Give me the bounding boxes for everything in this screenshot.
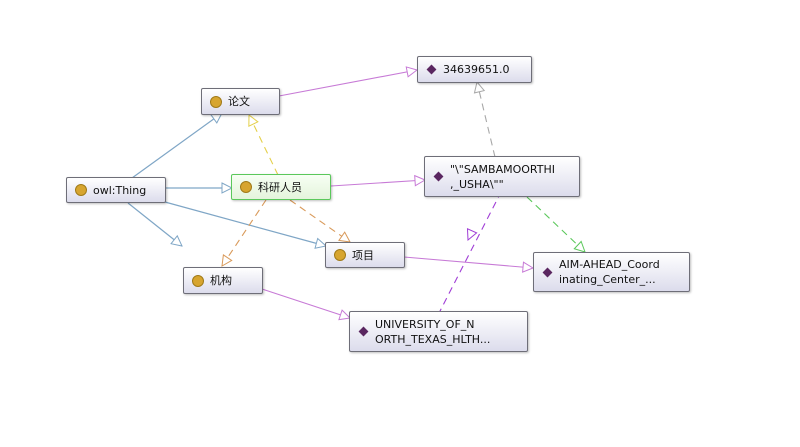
individual-diamond-icon [542, 267, 553, 277]
node-id-value[interactable]: 34639651.0 [417, 56, 532, 83]
class-circle-icon [334, 249, 346, 261]
class-circle-icon [240, 181, 252, 193]
node-label: 科研人员 [258, 180, 302, 194]
node-label: 机构 [210, 274, 232, 287]
node-label: 34639651.0 [443, 63, 510, 76]
individual-diamond-icon [358, 326, 369, 337]
property-edges [261, 70, 533, 318]
individual-diamond-icon [426, 64, 437, 75]
node-univ-value[interactable]: UNIVERSITY_OF_N ORTH_TEXAS_HLTH... [349, 311, 528, 352]
edge-paper-id [278, 70, 417, 97]
node-paper[interactable]: 论文 [201, 88, 280, 115]
node-researcher[interactable]: 科研人员 [231, 174, 331, 200]
edge-thing-institution [127, 202, 182, 246]
class-circle-icon [210, 95, 222, 108]
node-owl-thing[interactable]: owl:Thing [66, 177, 166, 203]
node-label: 论文 [228, 95, 250, 108]
dashed-edges [222, 82, 585, 316]
edge-institution-univ [261, 288, 350, 318]
edge-researcher-institution [222, 199, 267, 266]
node-label: UNIVERSITY_OF_N ORTH_TEXAS_HLTH... [375, 317, 491, 346]
edge-researcher-project [289, 199, 350, 242]
node-center-value[interactable]: AIM-AHEAD_Coord inating_Center_... [533, 252, 690, 292]
individual-diamond-icon [433, 171, 444, 182]
edge-project-center [403, 256, 533, 268]
node-person-value[interactable]: "\"SAMBAMOORTHI ,_USHA\"" [424, 156, 580, 197]
edge-researcher-person [330, 180, 425, 187]
edge-thing-project [164, 201, 326, 246]
edge-thing-paper [131, 113, 222, 179]
node-label: AIM-AHEAD_Coord inating_Center_... [559, 258, 660, 286]
node-label: owl:Thing [93, 183, 147, 197]
node-label: "\"SAMBAMOORTHI ,_USHA\"" [450, 162, 555, 191]
edge-researcher-paper [249, 115, 279, 176]
class-circle-icon [192, 274, 204, 287]
node-institution[interactable]: 机构 [183, 267, 263, 294]
edge-univ-person-arrow [468, 222, 476, 240]
class-circle-icon [75, 184, 87, 196]
node-project[interactable]: 项目 [325, 242, 405, 268]
edge-univ-person [437, 195, 500, 316]
node-label: 项目 [352, 248, 374, 262]
subclass-edges [127, 113, 326, 246]
edge-person-id [477, 82, 496, 158]
edge-person-center [526, 196, 585, 252]
